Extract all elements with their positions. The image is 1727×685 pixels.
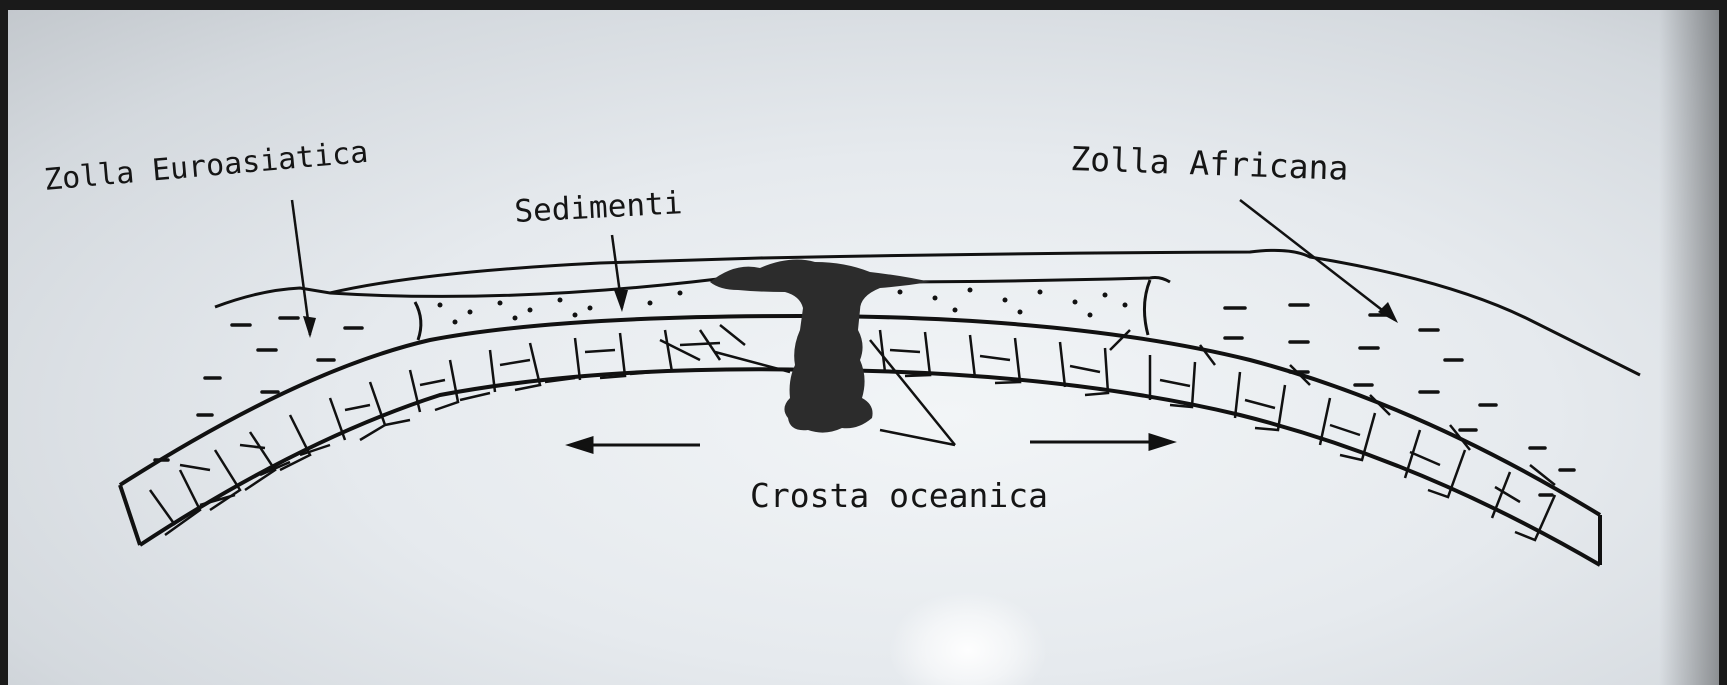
label-eurasian-plate: Zolla Euroasiatica — [43, 135, 370, 198]
magma-intrusion — [710, 260, 930, 433]
label-oceanic-crust: Crosta oceanica — [750, 476, 1048, 515]
label-sediments: Sedimenti — [514, 185, 684, 230]
label-african-plate: Zolla Africana — [1070, 139, 1349, 188]
spreading-arrows — [570, 435, 1172, 452]
